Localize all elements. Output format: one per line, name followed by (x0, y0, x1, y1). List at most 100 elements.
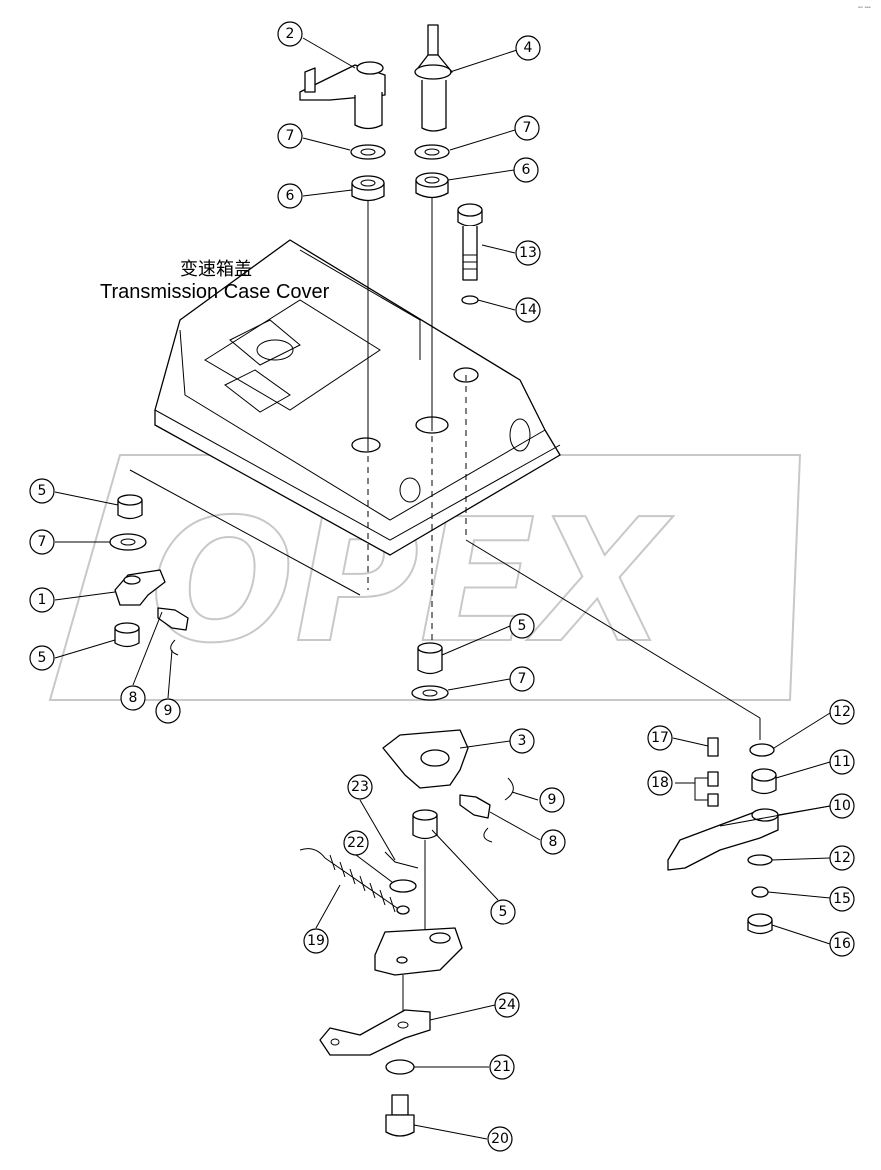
part-5-bearing-left-bottom (114, 622, 140, 648)
callout-9-right: 9 (539, 787, 565, 813)
callout-5-center: 5 (509, 613, 535, 639)
leader-lines (54, 37, 831, 1140)
part-8-clip-lower (483, 827, 493, 843)
part-21-circlip (385, 1059, 415, 1075)
callout-7-center: 7 (509, 666, 535, 692)
svg-text:3: 3 (518, 733, 527, 749)
svg-text:4: 4 (524, 40, 533, 56)
part-9-clip-right (504, 777, 514, 801)
svg-text:17: 17 (651, 730, 669, 746)
part-5-bearing-lower (412, 809, 438, 840)
assembly-lines (129, 195, 761, 1030)
part-7-washer-left (350, 144, 386, 160)
part-20-bolt (385, 1094, 415, 1137)
svg-text:18: 18 (651, 775, 669, 791)
part-6-seal-left (351, 175, 385, 202)
svg-text:7: 7 (518, 671, 527, 687)
svg-text:5: 5 (38, 650, 47, 666)
callout-10: 10 (829, 793, 855, 819)
part-15-circlip (751, 886, 769, 898)
callout-22: 22 (343, 830, 369, 856)
part-22-washer (389, 879, 417, 893)
part-3-shift-fork (382, 729, 469, 789)
svg-text:1: 1 (38, 592, 47, 608)
callout-24: 24 (494, 992, 520, 1018)
callout-18: 18 (647, 770, 673, 796)
part-lower-block (374, 927, 463, 976)
part-9-clip-left (170, 639, 179, 656)
part-16-nut (747, 913, 773, 935)
part-2-lever-shaft (299, 61, 386, 130)
callout-4: 4 (515, 35, 541, 61)
callout-15: 15 (829, 886, 855, 912)
part-7-washer-right (414, 144, 450, 160)
callout-3: 3 (509, 728, 535, 754)
svg-text:23: 23 (351, 779, 369, 795)
svg-text:6: 6 (522, 162, 531, 178)
callout-7-top-right: 7 (514, 115, 540, 141)
callout-13: 13 (515, 240, 541, 266)
callout-14: 14 (515, 297, 541, 323)
part-6-seal-right (415, 172, 449, 199)
callout-8-right: 8 (540, 829, 566, 855)
part-5-bearing-center (417, 642, 443, 675)
part-17-pin (707, 737, 719, 757)
callout-6-left: 6 (277, 183, 303, 209)
callout-16: 16 (829, 931, 855, 957)
part-12-washer-bottom (747, 854, 773, 866)
callout-21: 21 (489, 1054, 515, 1080)
part-5-bearing-left-top (117, 494, 143, 520)
svg-text:19: 19 (307, 933, 325, 949)
callout-17: 17 (647, 725, 673, 751)
cover-title-cn: 变速箱盖 (180, 259, 252, 280)
svg-text:10: 10 (833, 798, 851, 814)
part-24-plate (319, 1009, 431, 1056)
svg-text:15: 15 (833, 891, 851, 907)
part-18-pin-a (707, 771, 719, 787)
callout-7-top-left: 7 (277, 123, 303, 149)
callout-19: 19 (303, 928, 329, 954)
callout-5-lower: 5 (490, 899, 516, 925)
callout-23: 23 (347, 774, 373, 800)
callout-6-right: 6 (513, 157, 539, 183)
svg-text:8: 8 (549, 834, 558, 850)
part-1-lever (114, 569, 166, 606)
callout-8-left: 8 (120, 685, 146, 711)
svg-text:5: 5 (499, 904, 508, 920)
part-13-bolt (457, 203, 483, 281)
svg-text:22: 22 (347, 835, 365, 851)
svg-text:9: 9 (548, 792, 557, 808)
svg-text:16: 16 (833, 936, 851, 952)
svg-text:12: 12 (833, 704, 851, 720)
svg-text:9: 9 (164, 703, 173, 719)
callout-5-left-top: 5 (29, 478, 55, 504)
svg-text:7: 7 (523, 120, 532, 136)
cover-boss-left (351, 437, 381, 453)
svg-text:12: 12 (833, 850, 851, 866)
svg-text:6: 6 (286, 188, 295, 204)
svg-text:5: 5 (518, 618, 527, 634)
callout-9-left: 9 (155, 698, 181, 724)
callout-12-bottom: 12 (829, 845, 855, 871)
callout-2: 2 (277, 21, 303, 47)
part-12-washer-top (749, 743, 775, 757)
part-19-spring (299, 848, 410, 915)
svg-text:8: 8 (129, 690, 138, 706)
svg-text:20: 20 (491, 1131, 509, 1147)
part-23-clip (384, 851, 419, 869)
part-8-pin-left (157, 607, 189, 631)
part-8-pin-right (459, 794, 491, 819)
transmission-case-cover (154, 239, 561, 556)
svg-text:2: 2 (286, 26, 295, 42)
part-10-arm (667, 808, 779, 871)
callout-12-top: 12 (829, 699, 855, 725)
svg-text:14: 14 (519, 302, 537, 318)
part-18-pin-b (707, 793, 719, 807)
svg-text:7: 7 (286, 128, 295, 144)
callout-1: 1 (29, 587, 55, 613)
part-7-washer-left-mid (109, 533, 147, 551)
svg-text:5: 5 (38, 483, 47, 499)
part-7-washer-center (411, 685, 449, 701)
svg-text:7: 7 (38, 534, 47, 550)
